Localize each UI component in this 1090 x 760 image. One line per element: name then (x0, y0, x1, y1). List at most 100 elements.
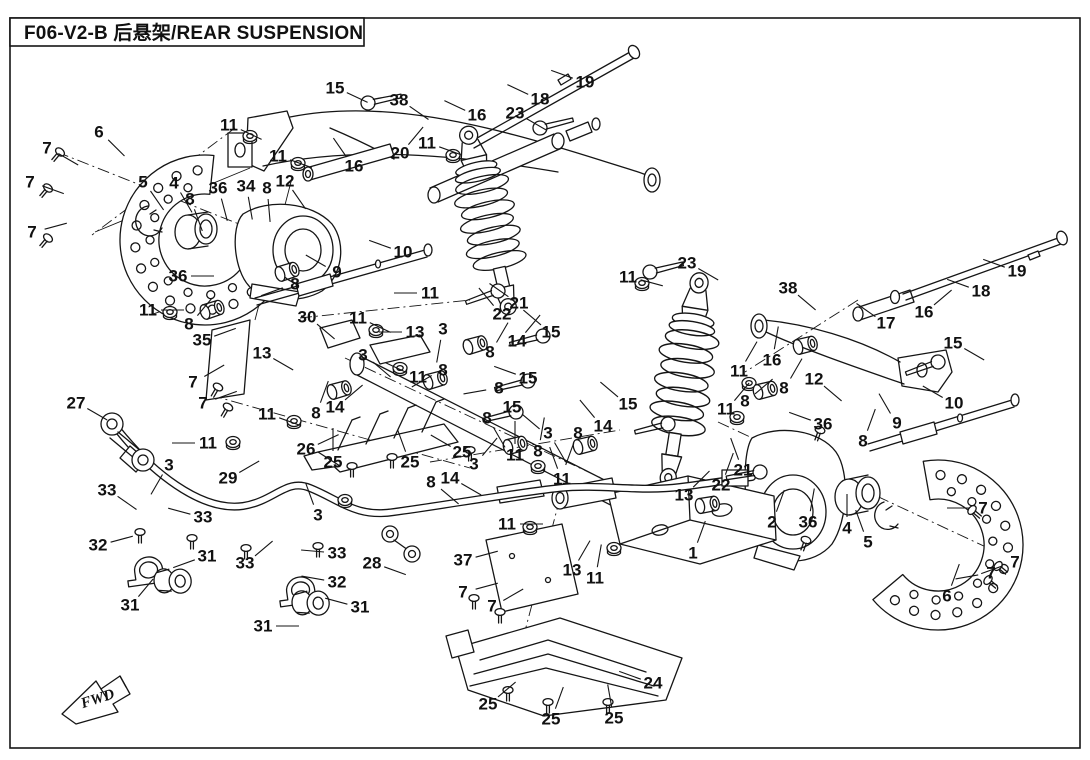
part-callout-5: 5 (863, 533, 872, 552)
stabilizer-link-27 (100, 412, 155, 472)
callout-leader-8 (267, 198, 271, 222)
callout-leader-25 (497, 681, 516, 698)
part-callout-4: 4 (842, 519, 852, 538)
callout-leader-38 (797, 294, 816, 311)
callout-leader-7 (955, 574, 979, 580)
part-callout-31: 31 (254, 617, 273, 636)
part-callout-16: 16 (763, 351, 782, 370)
callout-leader-38 (409, 105, 429, 120)
part-callout-1: 1 (688, 544, 697, 563)
callout-leader-8 (319, 380, 329, 403)
callout-leader-21 (489, 283, 509, 298)
part-callout-3: 3 (313, 506, 322, 525)
part-callout-10: 10 (945, 394, 964, 413)
part-callout-37: 37 (454, 551, 473, 570)
part-callout-14: 14 (508, 332, 527, 351)
diagram-title: F06-V2-B 后悬架/REAR SUSPENSION (24, 22, 363, 44)
part-callout-11: 11 (717, 400, 735, 419)
callout-leader-13 (692, 470, 710, 488)
upper-left-a-arm (227, 110, 661, 193)
part-callout-8: 8 (290, 275, 299, 294)
upper-right-a-arm (750, 230, 1068, 393)
callout-leader-7 (981, 565, 1003, 575)
callout-leader-3 (554, 442, 567, 463)
part-callout-12: 12 (805, 370, 824, 389)
callout-leader-3 (481, 437, 498, 456)
part-callout-3: 3 (469, 455, 478, 474)
callout-leader-30 (316, 323, 335, 340)
part-callout-7: 7 (487, 597, 496, 616)
part-callout-8: 8 (573, 424, 582, 443)
callout-leader-15 (346, 92, 368, 103)
callout-leader-7 (215, 390, 237, 400)
part-callout-13: 13 (406, 323, 425, 342)
part-callout-36: 36 (799, 513, 818, 532)
part-callout-13: 13 (563, 561, 582, 580)
part-callout-38: 38 (390, 91, 409, 110)
callout-leader-31 (325, 597, 348, 605)
callout-leader-7 (503, 588, 524, 601)
callout-leader-10 (369, 239, 391, 249)
callout-leader-8 (496, 322, 509, 343)
callout-leader-11 (549, 446, 559, 469)
part-callout-24: 24 (644, 674, 663, 693)
callout-leader-9 (878, 393, 891, 414)
part-callout-8: 8 (533, 442, 542, 461)
callout-leader-34 (247, 196, 253, 220)
callout-leader-25 (397, 429, 407, 452)
part-callout-23: 23 (678, 254, 697, 273)
stabilizer-link-28 (381, 525, 421, 563)
callout-leader-10 (922, 385, 943, 398)
callout-leader-17 (856, 303, 876, 318)
callout-leader-5 (150, 190, 165, 211)
callout-leader-15 (521, 413, 540, 430)
callout-leader-36 (220, 198, 228, 221)
callout-leader-25 (607, 684, 613, 708)
callout-leader-36 (789, 411, 811, 421)
callout-leader-2 (775, 489, 785, 512)
left-knuckle-hub (135, 203, 342, 307)
callout-leader-8 (539, 417, 545, 441)
part-callout-7: 7 (458, 583, 467, 602)
callout-leader-33 (168, 507, 191, 515)
callout-leader-11 (640, 279, 663, 287)
part-callout-13: 13 (675, 486, 694, 505)
callout-leader-11 (279, 417, 301, 427)
part-callout-11: 11 (421, 284, 439, 303)
part-callout-38: 38 (779, 279, 798, 298)
callout-leader-11 (596, 544, 602, 568)
callout-leader-3 (305, 482, 315, 505)
part-callout-31: 31 (198, 547, 217, 566)
callout-leader-6 (950, 563, 960, 586)
part-callout-7: 7 (188, 373, 197, 392)
rod-9-10-right (867, 393, 1020, 452)
part-callout-3: 3 (543, 424, 552, 443)
part-callout-14: 14 (594, 417, 613, 436)
callout-leader-5 (855, 509, 865, 532)
callout-leader-31 (137, 578, 154, 597)
callout-leader-11 (733, 382, 750, 401)
part-callout-5: 5 (138, 173, 147, 192)
callout-leader-29 (239, 460, 260, 473)
callout-leader-6 (107, 139, 125, 157)
part-callout-11: 11 (139, 301, 157, 320)
skid-plate-26 (303, 398, 459, 473)
callout-leader-11 (745, 341, 758, 362)
part-callout-25: 25 (605, 709, 624, 728)
callout-leader-8 (493, 427, 506, 448)
callout-leader-26 (317, 434, 339, 445)
part-callout-18: 18 (972, 282, 991, 301)
part-callout-19: 19 (576, 73, 595, 92)
callout-leader-8 (790, 358, 803, 379)
part-callout-11: 11 (199, 434, 217, 453)
part-callout-15: 15 (503, 398, 522, 417)
callout-leader-8 (754, 378, 773, 395)
callout-leader-11 (439, 146, 461, 156)
callout-leader-14 (344, 384, 363, 401)
part-callout-21: 21 (734, 461, 753, 480)
callout-leader-8 (261, 287, 283, 297)
page-border (9, 17, 1081, 749)
callout-leader-8 (440, 488, 459, 505)
